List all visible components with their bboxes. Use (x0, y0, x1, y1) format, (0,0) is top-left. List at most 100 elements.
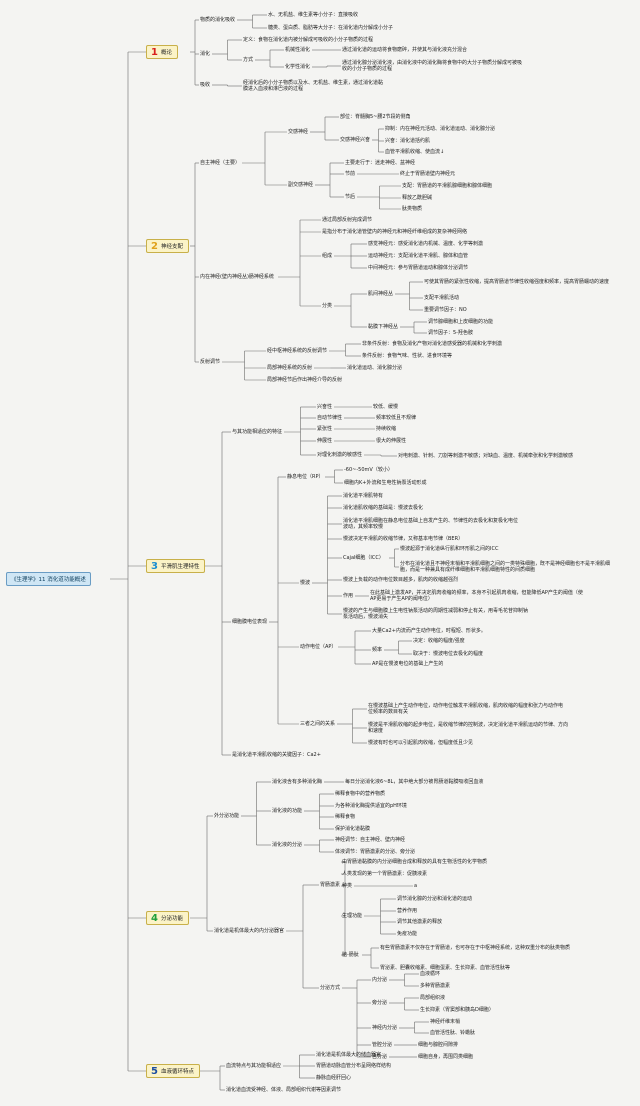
map-node: 分类 (322, 303, 333, 309)
map-node: 反射调节 (200, 359, 221, 365)
map-node: 静息电位（RP） (287, 474, 324, 480)
map-node: 脑-肠肽 (342, 952, 359, 958)
section-label: 血液循环特点 (160, 1069, 194, 1075)
map-node: 作用 (343, 593, 354, 599)
map-node: 对理化刺激的敏感性 (317, 452, 363, 458)
map-node: 糖类、蛋白质、脂肪等大分子：在消化道内分解成小分子 (268, 25, 394, 31)
map-node: 旁分泌 (372, 1000, 388, 1006)
map-node: 调节因子：5-羟色胺 (428, 330, 473, 336)
map-node: 物质的消化吸收 (200, 17, 236, 23)
section-label: 神经支配 (160, 244, 183, 250)
map-node: 局部神经系统的反射 (267, 365, 313, 371)
map-node: 与其功能相适应的特征 (232, 429, 283, 435)
map-node: 为各种消化酶提供适宜的pH环境 (335, 803, 407, 809)
map-node: 消化道是机体最大的内分泌器官 (214, 928, 285, 934)
map-node: 生理功能 (342, 913, 363, 919)
map-node: 消化液的功能 (272, 808, 303, 814)
map-node: 肽类物质 (402, 206, 423, 212)
map-node: 对电刺激、针刺、刀割等刺激不敏感；对缺血、温度、机械牵张和化学刺激敏感 (398, 453, 574, 459)
map-node: 神经纤维末梢 (430, 1019, 461, 1025)
map-node: 支配平滑肌活动 (424, 295, 460, 301)
map-node: a (414, 883, 418, 889)
map-node: 抑制：内在神经元活动、消化道运动、消化腺分泌 (385, 126, 496, 132)
map-node: 慢波上负载的动作电位数目越多，肌肉的收缩越强烈 (343, 577, 459, 583)
map-node: 化学性消化 (285, 64, 311, 70)
map-node: 非条件反射：食物及消化产物对消化道感受器的机械和化学刺激 (362, 341, 503, 347)
root-topic: 《生理学》11 消化道功能概述 (6, 572, 91, 586)
map-node: 慢波有时也可以引起肌肉收缩，但幅度低且少见 (368, 740, 474, 746)
map-node: 慢波 (300, 580, 311, 586)
section-label: 分泌功能 (160, 916, 183, 922)
map-node: 兴奋性 (317, 404, 333, 410)
map-node: 在此基础上激发AP，并决定肌肉收缩的频率，本身不引起肌肉收缩，但能降低AP产生的… (370, 590, 583, 602)
map-node: 局部神经节后作出神经介导的反射 (267, 377, 343, 383)
map-node: 释放乙酰胆碱 (402, 195, 433, 201)
map-node: 有些胃肠激素不仅存在于胃肠道，也可存在于中枢神经系统，这种双重分布的肽类物质 (380, 945, 571, 951)
map-node: 交感神经兴奋 (340, 137, 371, 143)
map-node: 经消化后的小分子物质以及水、无机盐、维生素，通过消化道黏膜进入血液和淋巴液的过程 (243, 80, 384, 92)
map-node: 慢波的产生与细胞膜上生电性钠泵活动的周期性减弱和停止有关，用毒毛花苷抑制钠泵活动… (343, 608, 529, 620)
map-node: 通过消化道的运动将食物磨碎，并使其与消化液充分混合 (342, 47, 468, 53)
map-node: 神经调节：自主神经、壁内神经 (335, 837, 406, 843)
map-node: 经中枢神经系统的反射调节 (267, 348, 328, 354)
map-node: 慢波是平滑肌收缩的起步电位，是收缩节律的控制波，决定消化道平滑肌运动的节律、方向… (368, 722, 569, 734)
map-node: 三者之间的关系 (300, 721, 336, 727)
map-node: 终止于胃肠道壁内神经元 (400, 171, 456, 177)
map-node: 免疫功能 (397, 931, 418, 937)
map-node: 方式 (243, 57, 254, 63)
map-node: 体液调节：胃肠激素的分泌、旁分泌 (335, 849, 416, 855)
map-node: 消化液含有多种消化酶 (272, 779, 323, 785)
map-node: 主要走行于：迷走神经、盆神经 (345, 160, 416, 166)
map-node: 较低、缓慢 (373, 404, 399, 410)
map-node: 取决于：慢波电位去极化的幅度 (413, 651, 484, 657)
map-node: 自分泌 (372, 1054, 388, 1060)
map-node: 持续收缩 (376, 426, 397, 432)
map-node: 胃肠激素 (320, 882, 341, 888)
map-node: 调节其他激素的释放 (397, 919, 443, 925)
map-node: 血管活性肽、铃蟾肽 (430, 1030, 476, 1036)
map-node: 肌间神经丛 (368, 291, 394, 297)
map-node: 交感神经 (288, 129, 309, 135)
map-node: 稀释食物中的营养物质 (335, 791, 386, 797)
map-node: 营养作用 (397, 908, 418, 914)
map-node: 频率 (372, 647, 383, 653)
map-node: 慢波决定平滑肌的收缩节律，又称基本电节律（BER） (343, 536, 464, 542)
section-number: 3 (151, 560, 158, 572)
map-node: 兴奋：消化道括约肌 (385, 138, 431, 144)
section-label: 概论 (160, 50, 172, 56)
map-node: 吸收 (200, 82, 211, 88)
map-node: 是消化道平滑肌收缩的关键因子：Ca2+ (232, 752, 321, 758)
map-node: 自主神经（主要） (200, 160, 241, 166)
map-node: 保护消化道黏膜 (335, 826, 371, 832)
map-node: 由胃肠道黏膜的内分泌细胞合成和释放的具有生物活性的化学物质 (342, 859, 488, 865)
map-node: 动作电位（AP） (300, 644, 337, 650)
map-node: 大量Ca2+内流而产生动作电位，时程短、形状多。 (372, 628, 486, 634)
map-node: 中间神经元：参与胃肠道运动和腺体分泌调节 (368, 265, 469, 271)
map-node: 定义：食物在消化道内被分解成可吸收的小分子物质的过程 (243, 37, 374, 43)
map-node: 水、无机盐、维生素等小分子：直接吸收 (268, 12, 359, 18)
map-node: 自动节律性 (317, 415, 343, 421)
map-node: 伸展性 (317, 438, 333, 444)
map-node: 条件反射：食物气味、性状、进食环境等 (362, 353, 453, 359)
map-node: 消化道平滑肌细胞在静息电位基础上自发产生的、节律性的去极化和复极化电位波动，其频… (343, 518, 519, 530)
map-node: 调节腺细胞和上皮细胞的功能 (428, 319, 494, 325)
map-node: 支配：胃肠道的平滑肌腺细胞和腺体细胞 (402, 183, 493, 189)
map-node: 通过消化腺分泌消化液，由消化液中的消化酶将食物中的大分子物质分解成可被吸收的小分… (342, 60, 523, 72)
map-node: 局部组织液 (420, 995, 446, 1001)
map-node: 部位：脊髓胸5~腰2节段的侧角 (340, 114, 411, 120)
map-node: 副交感神经 (288, 182, 314, 188)
map-node: 调节消化腺的分泌和消化道的运动 (397, 896, 473, 902)
map-node: 种类 (342, 883, 353, 889)
map-node: 机械性消化 (285, 47, 311, 53)
map-node: 血流特点与其功能相适应 (226, 1063, 282, 1069)
map-node: 细胞自身，再围同类细胞 (418, 1054, 474, 1060)
map-node: 节前 (345, 171, 356, 177)
map-node: 多种胃肠激素 (420, 983, 451, 989)
map-node: 内在神经(壁内神经丛)肠神经系统 (200, 274, 274, 280)
map-node: 分泌方式 (320, 985, 341, 991)
